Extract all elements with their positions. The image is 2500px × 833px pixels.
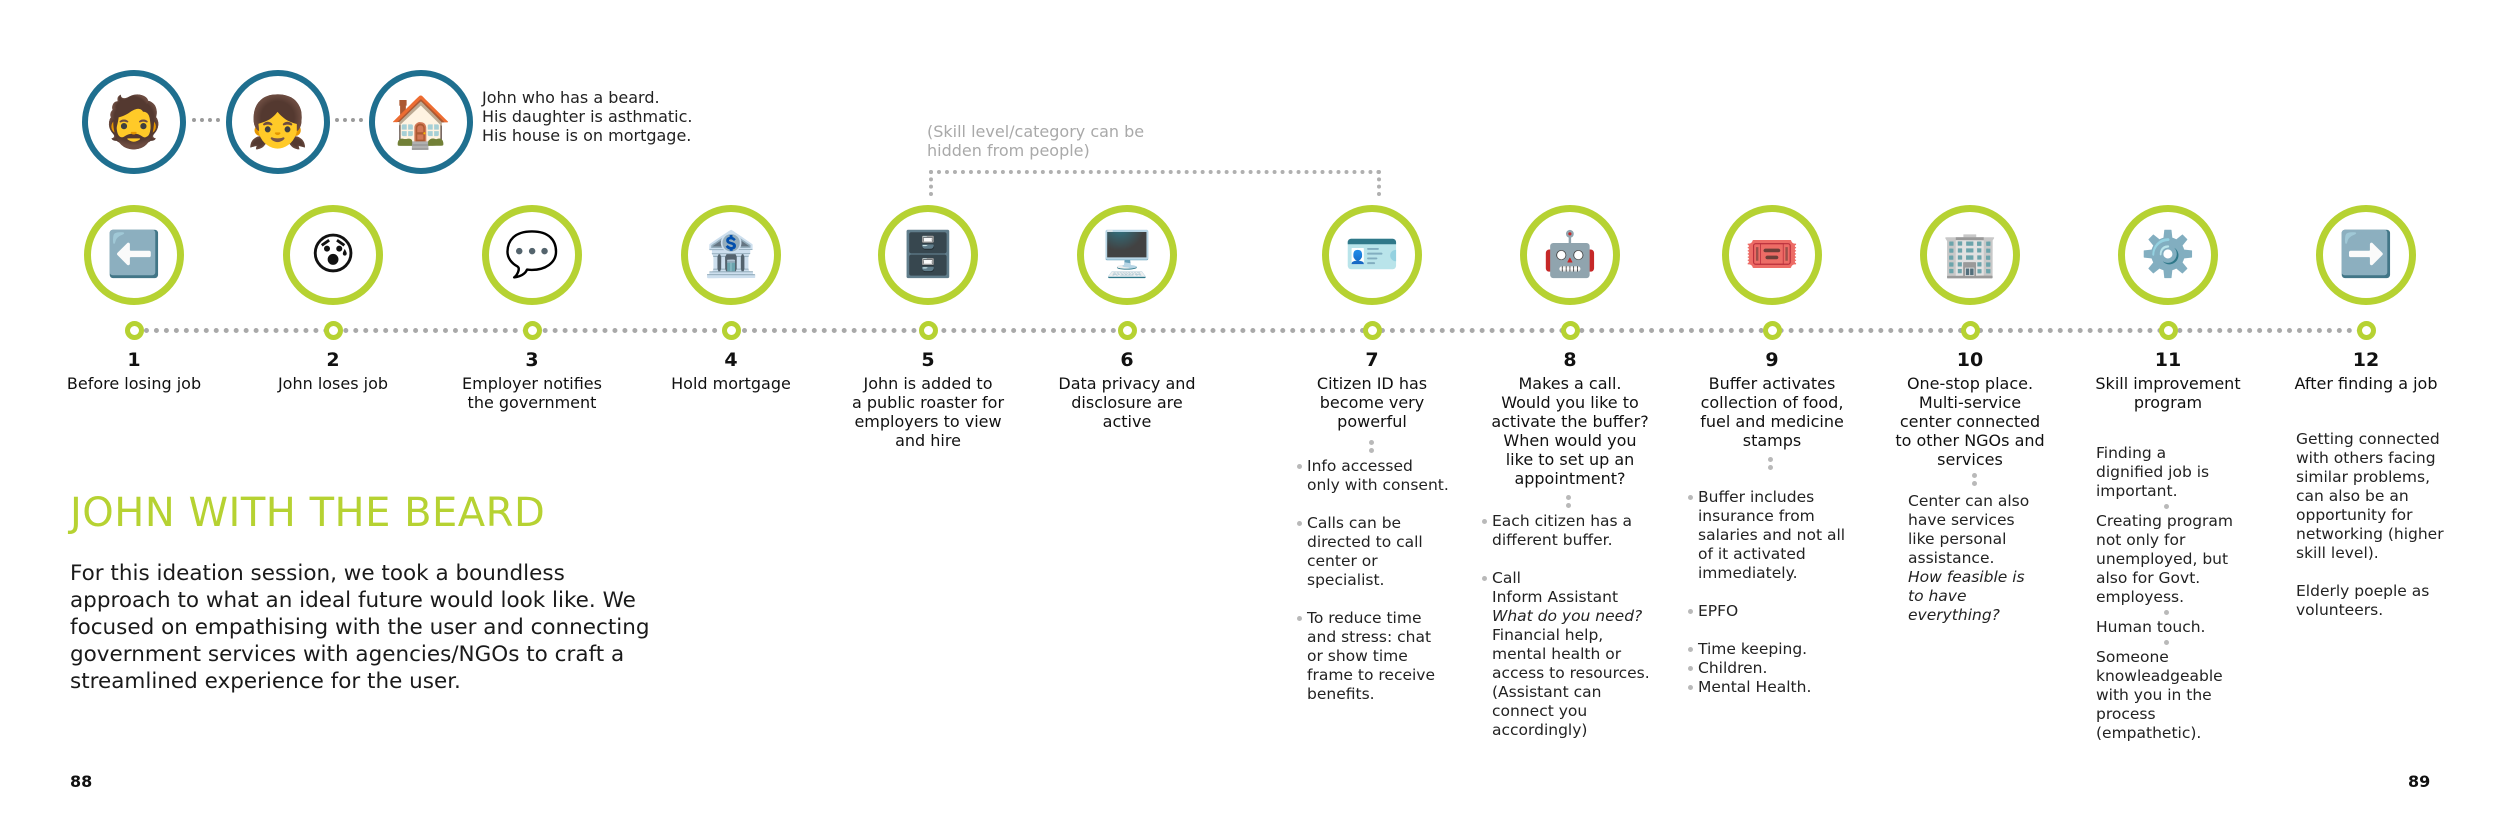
step-4-node	[722, 321, 741, 340]
step-12-circle: ➡️	[2316, 205, 2416, 305]
page-title: JOHN WITH THE BEARD	[70, 490, 546, 536]
daughter-icon: 👧	[246, 93, 310, 151]
step-2-number: 2	[326, 349, 340, 371]
persona-bearded-man: 🧔	[82, 70, 186, 174]
step-7-node	[1363, 321, 1382, 340]
step-4-circle: 🏦	[681, 205, 781, 305]
skill-bracket	[929, 170, 1381, 196]
step-11-details: Finding a dignified job is important. Cr…	[2096, 444, 2234, 742]
step-10-circle: 🏢	[1920, 205, 2020, 305]
back-arrow-icon: ⬅️	[106, 229, 162, 280]
step-4-label: Hold mortgage	[671, 374, 791, 393]
step-11-node	[2159, 321, 2178, 340]
monitor-icon: 🖥️	[1099, 229, 1155, 280]
intro-paragraph: For this ideation session, we took a bou…	[70, 561, 650, 694]
step-2-label: John loses job	[277, 374, 389, 393]
forward-arrow-icon: ➡️	[2338, 229, 2394, 280]
step-9-circle: 🎟️	[1722, 205, 1822, 305]
step-5-number: 5	[921, 349, 935, 371]
step-5-node	[919, 321, 938, 340]
step-1-number: 1	[127, 349, 141, 371]
step-9-details: Buffer includes insurance from salaries …	[1688, 454, 1868, 697]
timeline-line	[134, 328, 2364, 333]
step-11-circle: ⚙️	[2118, 205, 2218, 305]
office-building-icon: 🏢	[1942, 229, 1998, 280]
step-12-node	[2357, 321, 2376, 340]
step-7-details: Info accessed only with consent. Calls c…	[1297, 437, 1477, 704]
persona-connector	[192, 118, 220, 122]
step-12-number: 12	[2352, 349, 2380, 371]
step-7-circle: 🪪	[1322, 205, 1422, 305]
step-10-details: Center can also have services like perso…	[1908, 470, 2078, 625]
speech-bubble-icon: 💬	[504, 229, 560, 280]
step-9-number: 9	[1765, 349, 1779, 371]
id-card-icon: 🪪	[1344, 229, 1400, 280]
step-6-number: 6	[1120, 349, 1134, 371]
bank-icon: 🏦	[703, 229, 759, 280]
file-cabinet-icon: 🗄️	[900, 229, 956, 280]
page-number-left: 88	[70, 772, 93, 791]
step-1-label: Before losing job	[66, 374, 202, 393]
step-6-circle: 🖥️	[1077, 205, 1177, 305]
step-5-circle: 🗄️	[878, 205, 978, 305]
step-1-node	[125, 321, 144, 340]
step-3-number: 3	[525, 349, 539, 371]
step-7-number: 7	[1365, 349, 1379, 371]
step-2-node	[324, 321, 343, 340]
step-8-number: 8	[1563, 349, 1577, 371]
house-icon: 🏠	[389, 93, 453, 151]
step-10-node	[1961, 321, 1980, 340]
robot-icon: 🤖	[1542, 229, 1598, 280]
step-11-number: 11	[2154, 349, 2182, 371]
step-4-number: 4	[724, 349, 738, 371]
persona-connector	[335, 118, 363, 122]
step-12-label: After finding a job	[2294, 374, 2438, 393]
worried-face-icon: 😰	[310, 229, 356, 280]
page-number-right: 89	[2408, 772, 2431, 791]
admit-one-ticket-icon: 🎟️	[1744, 229, 1800, 280]
step-3-circle: 💬	[482, 205, 582, 305]
persona-note: John who has a beard. His daughter is as…	[482, 88, 693, 145]
step-1-circle: ⬅️	[84, 205, 184, 305]
step-3-node	[523, 321, 542, 340]
step-8-node	[1561, 321, 1580, 340]
persona-house: 🏠	[369, 70, 473, 174]
step-2-circle: 😰	[283, 205, 383, 305]
step-6-node	[1118, 321, 1137, 340]
step-10-number: 10	[1956, 349, 1984, 371]
step-12-details: Getting connected with others facing sim…	[2296, 430, 2444, 619]
persona-daughter: 👧	[226, 70, 330, 174]
step-9-node	[1763, 321, 1782, 340]
gear-icon: ⚙️	[2140, 229, 2196, 280]
step-8-circle: 🤖	[1520, 205, 1620, 305]
step-8-details: Each citizen has a different buffer. Cal…	[1482, 492, 1672, 740]
bearded-man-icon: 🧔	[102, 93, 166, 151]
skill-note: (Skill level/category can be hidden from…	[927, 122, 1145, 160]
